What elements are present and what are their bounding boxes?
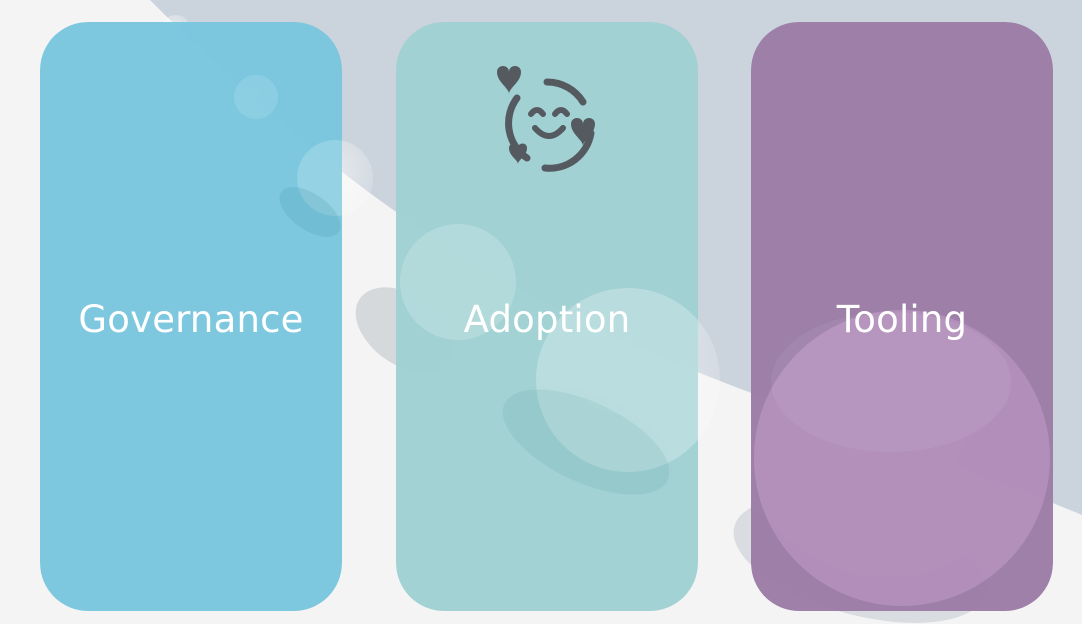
adoption-card-fill — [396, 22, 698, 611]
card-sphere-overlay — [754, 310, 1050, 606]
card-sphere-overlay — [400, 224, 698, 495]
adoption-card[interactable]: Adoption — [396, 22, 698, 611]
tooling-card[interactable]: Tooling — [751, 22, 1053, 611]
tooling-label: Tooling — [836, 298, 968, 341]
adoption-label: Adoption — [463, 298, 631, 341]
governance-card-fill — [40, 22, 342, 611]
smiling-face-with-hearts-icon — [497, 66, 595, 172]
governance-card[interactable]: Governance — [40, 22, 342, 611]
governance-label: Governance — [78, 298, 304, 341]
card-sphere-overlay — [234, 75, 342, 237]
